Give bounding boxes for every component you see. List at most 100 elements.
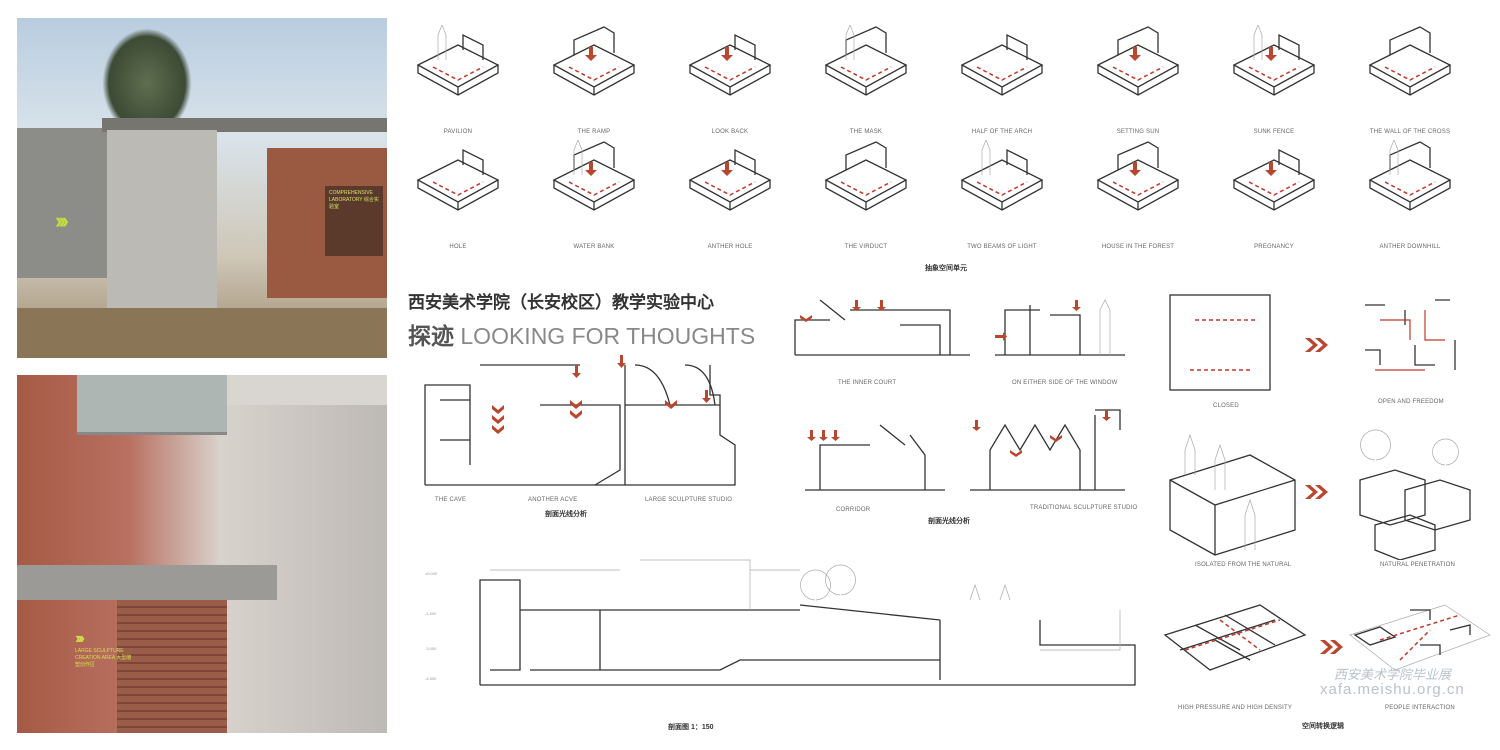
sign: COMPREHENSIVE LABORATORY 综合实验室 [325,186,383,256]
label-traditional-sculpture-studio: TRADITIONAL SCULPTURE STUDIO [1030,505,1138,511]
stairs [117,600,227,733]
space-unit: PAVILION [398,25,518,135]
isometric-unit-diagram [688,148,772,211]
glass-balcony [77,375,227,435]
isometric-unit-diagram [960,33,1044,96]
chevron-icon [1320,640,1343,654]
label-closed: CLOSED [1213,403,1239,409]
sign: ›››LARGE SCULPTURE CREATION AREA 大型雕塑创作区 [75,630,135,680]
space-unit: HOLE [398,140,518,250]
chevron-sign-icon: ››› [55,208,69,233]
exterior-render: COMPREHENSIVE LABORATORY 综合实验室 ››› [17,18,387,358]
space-unit: THE VIRDUCT [806,140,926,250]
space-unit: TWO BEAMS OF LIGHT [942,140,1062,250]
unit-label: TWO BEAMS OF LIGHT [967,244,1037,250]
space-unit: THE MASK [806,25,926,135]
subtitle-cn: 探迹 [408,323,454,349]
isometric-unit-diagram [824,141,908,211]
label-either-side-window: ON EITHER SIDE OF THE WINDOW [1012,380,1118,386]
chevron-sign-icon: ››› [75,630,85,647]
isometric-unit-diagram [416,25,500,96]
section-left-caption: 剖面光线分析 [545,511,587,518]
unit-label: PAVILION [443,129,473,135]
project-subtitle: 探迹 LOOKING FOR THOUGHTS [408,317,755,351]
section-right-caption: 剖面光线分析 [928,518,970,525]
watermark-url: xafa.meishu.org.cn [1320,681,1465,698]
svg-text:-3.000: -3.000 [425,646,437,651]
unit-label: HOUSE IN THE FOREST [1101,244,1175,250]
closed-open-diagram [1169,294,1456,391]
light-arrows [492,355,711,434]
isometric-unit-diagram [1368,26,1452,96]
natural-diagram [1169,429,1471,560]
watermark-cn: 西安美术学院毕业展 [1333,667,1451,682]
unit-label: SETTING SUN [1116,129,1160,135]
sign-text: LARGE SCULPTURE CREATION AREA 大型雕塑创作区 [75,648,132,668]
space-unit: HOUSE IN THE FOREST [1078,140,1198,250]
space-unit: SUNK FENCE [1214,25,1334,135]
long-section-caption: 剖面图 1：150 [668,724,714,731]
label-inner-court: THE INNER COURT [838,380,897,386]
space-unit: WATER BANK [534,140,654,250]
space-unit: LOOK BACK [670,25,790,135]
corridor-section [805,424,945,491]
left-building [17,128,117,278]
chevron-icon [1305,485,1328,499]
unit-label: ANTHER DOWNHILL [1379,244,1441,250]
svg-text:-1.500: -1.500 [425,611,437,616]
isometric-unit-diagram [1368,140,1452,211]
label-open-freedom: OPEN AND FREEDOM [1378,399,1444,405]
label-isolated: ISOLATED FROM THE NATURAL [1195,562,1292,568]
space-unit: THE RAMP [534,25,654,135]
label-corridor: CORRIDOR [836,507,871,513]
unit-label: SUNK FENCE [1253,129,1295,135]
svg-text:-4.500: -4.500 [425,676,437,681]
space-unit: THE WALL OF THE CROSS [1350,25,1470,135]
inner-court-section [794,299,970,356]
roof-slab [102,118,387,132]
unit-label: HALF OF THE ARCH [971,129,1033,135]
label-people-interaction: PEOPLE INTERACTION [1385,705,1455,711]
isometric-unit-diagram [960,140,1044,211]
isometric-unit-diagram [1232,148,1316,211]
space-unit: ANTHER HOLE [670,140,790,250]
label-the-cave: THE CAVE [435,497,467,503]
logic-caption: 空间转换逻辑 [1302,723,1344,730]
space-unit: SETTING SUN [1078,25,1198,135]
traditional-studio-section [970,409,1125,491]
unit-label: THE WALL OF THE CROSS [1369,129,1451,135]
space-unit: HALF OF THE ARCH [942,25,1062,135]
window-section [995,299,1125,356]
label-large-sculpture-studio: LARGE SCULPTURE STUDIO [645,497,733,503]
space-unit: PREGNANCY [1214,140,1334,250]
bridge [17,565,277,600]
isometric-unit-diagram [1096,141,1180,211]
density-diagram [1163,604,1491,671]
label-high-density: HIGH PRESSURE AND HIGH DENSITY [1178,705,1293,711]
units-caption: 抽象空间单元 [925,265,967,272]
label-natural-penetration: NATURAL PENETRATION [1380,562,1456,568]
isometric-unit-diagram [688,33,772,96]
ground [17,308,387,358]
concrete-volume [107,130,217,322]
subtitle-en: LOOKING FOR THOUGHTS [460,323,756,349]
unit-label: THE VIRDUCT [844,244,888,250]
isometric-unit-diagram [824,25,908,96]
isometric-unit-diagram [552,26,636,96]
unit-label: THE RAMP [577,129,611,135]
space-unit: ANTHER DOWNHILL [1350,140,1470,250]
light-section-left [424,355,736,486]
svg-text:±0.000: ±0.000 [425,571,438,576]
long-section-drawing: ±0.000 -1.500 -3.000 -4.500 [425,559,1136,686]
interior-render: ›››LARGE SCULPTURE CREATION AREA 大型雕塑创作区 [17,375,387,733]
isometric-unit-diagram [1096,26,1180,96]
unit-label: HOLE [449,244,467,250]
chevron-icon [1305,338,1328,352]
isometric-unit-diagram [416,148,500,211]
project-title-cn: 西安美术学院（长安校区）教学实验中心 [408,293,714,312]
label-another-acve: ANOTHER ACVE [528,497,578,503]
isometric-unit-diagram [552,140,636,211]
unit-label: THE MASK [849,129,883,135]
unit-label: ANTHER HOLE [707,244,753,250]
unit-label: LOOK BACK [711,129,749,135]
